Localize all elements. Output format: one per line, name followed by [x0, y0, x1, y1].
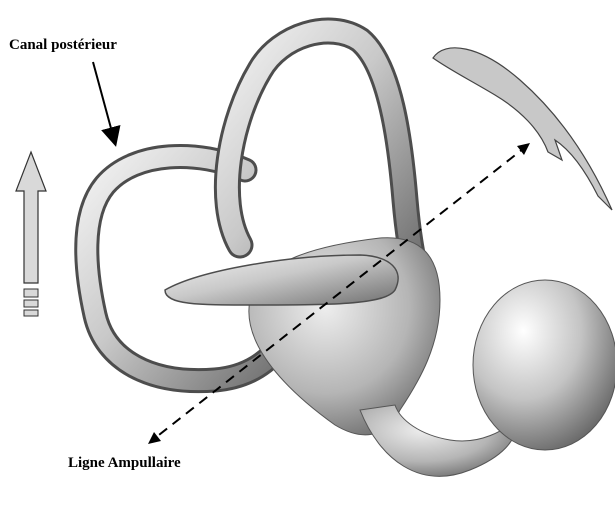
label-canal-posterieur: Canal postérieur [9, 37, 117, 54]
superior-canal [227, 31, 415, 270]
up-arrow-icon [16, 152, 46, 316]
ampullary-line-head-top [517, 143, 530, 155]
canal-pointer-arrow [93, 62, 115, 143]
curved-arrow-icon [433, 48, 612, 210]
label-ligne-ampullaire: Ligne Ampullaire [68, 455, 181, 472]
horizontal-canal [165, 255, 398, 305]
cochlea [473, 280, 615, 450]
